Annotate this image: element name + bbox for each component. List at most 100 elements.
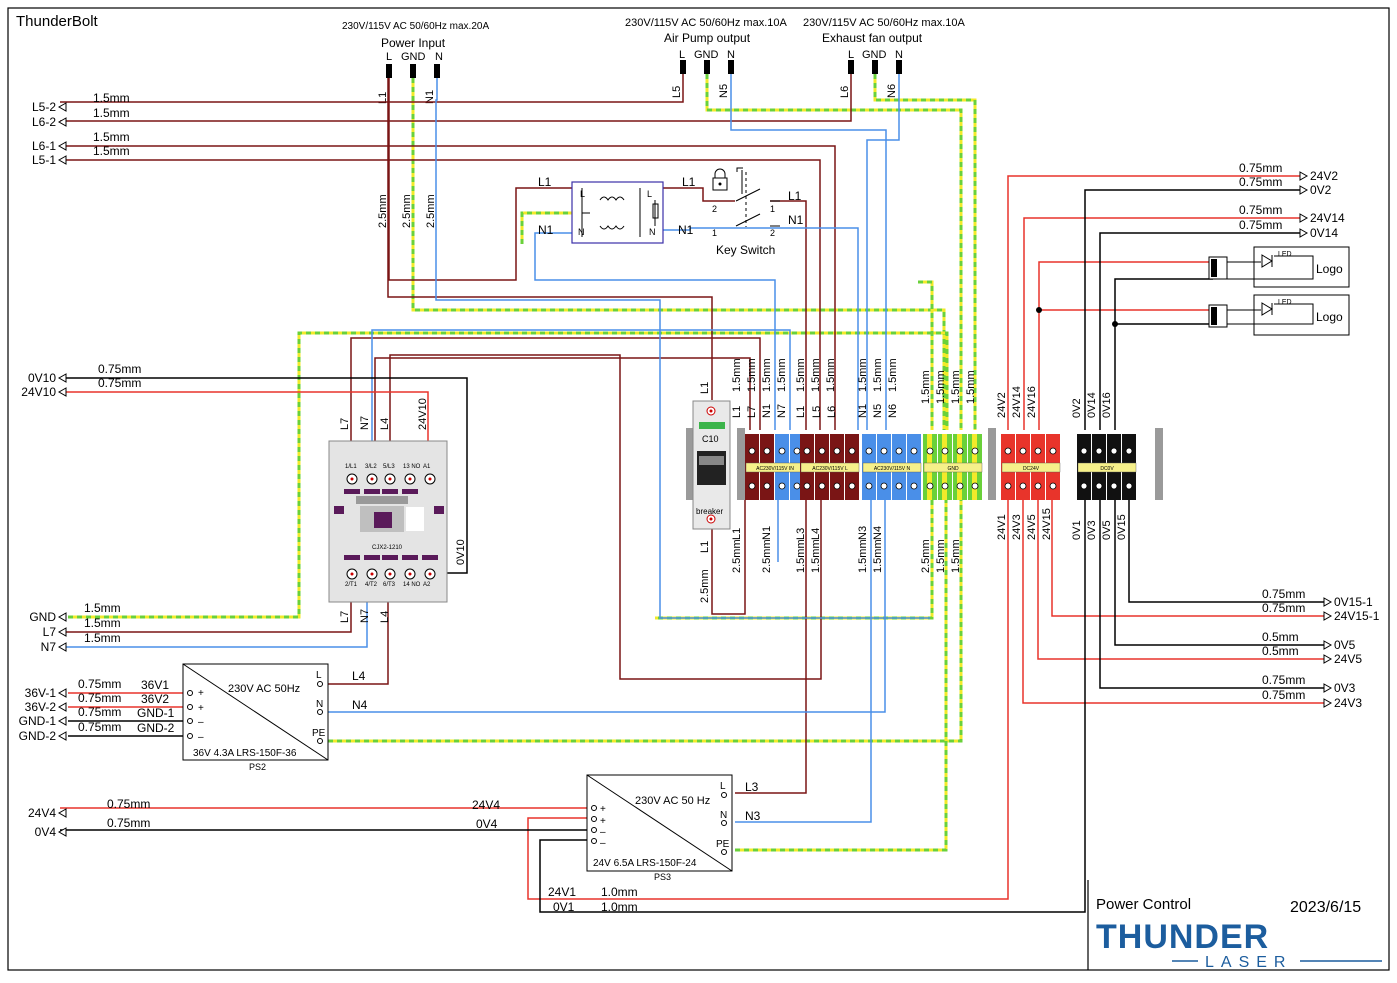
- wire-label-l5: L5: [671, 86, 683, 98]
- connector-arrow-icon: [57, 373, 67, 383]
- right-connector-gauge: 0.5mm: [1262, 630, 1299, 644]
- terminal-gauge-label: 1.5mm: [872, 539, 884, 573]
- filter-pin-n-in: N: [578, 227, 585, 237]
- ex-pin-l: L: [848, 49, 854, 61]
- breaker-gauge: 2.5mm: [699, 569, 711, 603]
- connector-arrow-icon: [1323, 654, 1333, 664]
- terminal-wire-label: N5: [872, 404, 884, 418]
- terminal-wire-label: 0V15: [1116, 514, 1128, 540]
- ps2-tag: PS2: [249, 762, 266, 772]
- air-pump-spec: 230V/115V AC 50/60Hz max.10A: [625, 17, 788, 29]
- left-connector-wire: 0V4: [476, 817, 498, 831]
- exhaust-name: Exhaust fan output: [822, 31, 923, 45]
- left-connector-label: 0V4: [35, 825, 57, 839]
- terminal-wire-label: 24V5: [1026, 514, 1038, 540]
- right-connector-label: 0V5: [1334, 638, 1356, 652]
- connector-arrow-icon: [57, 642, 67, 652]
- connector-arrow-icon: [57, 117, 67, 127]
- ps3-out: –: [600, 838, 606, 849]
- left-connector-label: 36V-1: [25, 686, 57, 700]
- left-connector-gauge: 0.75mm: [78, 691, 121, 705]
- terminal-wire-label: N6: [887, 404, 899, 418]
- left-connector-label: N7: [41, 640, 57, 654]
- left-connector-label: GND: [29, 610, 56, 624]
- ps2-model: 36V 4.3A LRS-150F-36: [193, 748, 297, 759]
- left-connector-label: 36V-2: [25, 700, 57, 714]
- contactor-wire: N7: [359, 609, 371, 623]
- terminal-block-label: AC230V/115V IN: [756, 466, 794, 472]
- contactor-wire: L7: [339, 418, 351, 430]
- filter-label-n1-in: N1: [538, 223, 554, 237]
- left-connector-label: 24V4: [28, 806, 56, 820]
- air-pin-n: N: [727, 49, 735, 61]
- logo-led-2: LED Logo: [1208, 294, 1350, 336]
- connector-arrow-icon: [1299, 171, 1309, 181]
- terminal-wire-label: N1: [761, 526, 773, 540]
- contactor-pin-label: 6/T3: [383, 582, 396, 588]
- terminal-wire-label: L7: [746, 406, 758, 418]
- terminal-gauge-label: 1.5mm: [761, 358, 773, 392]
- terminal-wire-label: 24V3: [1011, 514, 1023, 540]
- breaker-label: breaker: [696, 507, 723, 516]
- ex-pin-n: N: [895, 49, 903, 61]
- terminal-gauge-label: 1.5mm: [857, 358, 869, 392]
- connector-arrow-icon: [57, 716, 67, 726]
- right-connector-gauge: 0.75mm: [1239, 161, 1282, 175]
- air-pin-gnd: GND: [694, 49, 719, 61]
- ps2-out: +: [198, 703, 204, 714]
- connector-arrow-icon: [57, 102, 67, 112]
- ex-pin-gnd: GND: [862, 49, 887, 61]
- terminal-wire-label: 24V1: [996, 514, 1008, 540]
- right-connector-label: 24V2: [1310, 169, 1338, 183]
- filter-pin-n-out: N: [649, 227, 656, 237]
- left-connector-wire: GND-2: [137, 721, 175, 735]
- connector-arrow-icon: [57, 731, 67, 741]
- terminal-gauge-label: 2.5mm: [761, 539, 773, 573]
- right-connector-label: 0V2: [1310, 183, 1332, 197]
- contactor-wire: L4: [379, 611, 391, 623]
- gauge-label: 2.5mm: [377, 194, 389, 228]
- contactor-pin-label: 4/T2: [365, 582, 378, 588]
- terminal-gauge-label: 1.5mm: [825, 358, 837, 392]
- terminal-wire-label: L5: [811, 406, 823, 418]
- left-connector-gauge: 1.5mm: [93, 144, 130, 158]
- breaker-wire-top: L1: [699, 382, 711, 394]
- brand-logo-top: THUNDER: [1096, 918, 1269, 956]
- filter-pin-l-out: L: [647, 189, 652, 199]
- ps3-tag: PS3: [654, 872, 671, 882]
- ps2-out: –: [198, 732, 204, 743]
- connector-arrow-icon: [1299, 185, 1309, 195]
- breaker-wire-bottom: L1: [699, 541, 711, 553]
- brand-logo-bottom: LASER: [1205, 954, 1292, 971]
- terminal-wire-label: N7: [776, 404, 788, 418]
- terminal-gauge-label: 1.5mm: [810, 539, 822, 573]
- left-connector-wire: 36V1: [141, 678, 169, 692]
- contactor-pin-label: 13 NO: [403, 464, 421, 470]
- terminal-wire-label: L1: [731, 406, 743, 418]
- contactor-model: CJX2-1210: [372, 545, 403, 551]
- terminal-gauge-label: 1.5mm: [965, 370, 977, 404]
- terminal-gauge-label: 1.5mm: [857, 539, 869, 573]
- left-connector-label: L6-1: [32, 139, 56, 153]
- terminal-gauge-label: 1.5mm: [872, 358, 884, 392]
- left-connectors: L5-21.5mmL6-21.5mmL6-11.5mmL5-11.5mm0V10…: [19, 91, 501, 839]
- left-connector-gauge: 1.5mm: [84, 601, 121, 615]
- connector-arrow-icon: [57, 702, 67, 712]
- wire-label-n5: N5: [718, 84, 730, 98]
- air-pump-connector: [680, 60, 734, 74]
- terminal-gauge-label: 1.5mm: [935, 539, 947, 573]
- ps2-pin-pe: PE: [312, 728, 326, 739]
- connector-arrow-icon: [57, 627, 67, 637]
- psu-ps2: 230V AC 50Hz 36V 4.3A LRS-150F-36 PS2 L …: [182, 663, 329, 772]
- power-pin-l: L: [386, 51, 392, 63]
- connector-arrow-icon: [57, 688, 67, 698]
- left-connector-gauge: 0.75mm: [107, 797, 150, 811]
- terminal-wire-label: N1: [761, 404, 773, 418]
- left-connector-gauge: 0.75mm: [78, 677, 121, 691]
- air-pin-l: L: [679, 49, 685, 61]
- terminal-gauge-label: 1.5mm: [746, 358, 758, 392]
- connector-arrow-icon: [57, 827, 67, 837]
- left-connector-label: 24V10: [21, 385, 56, 399]
- ps3-pin-l: L: [720, 781, 726, 792]
- ps2-out: +: [198, 688, 204, 699]
